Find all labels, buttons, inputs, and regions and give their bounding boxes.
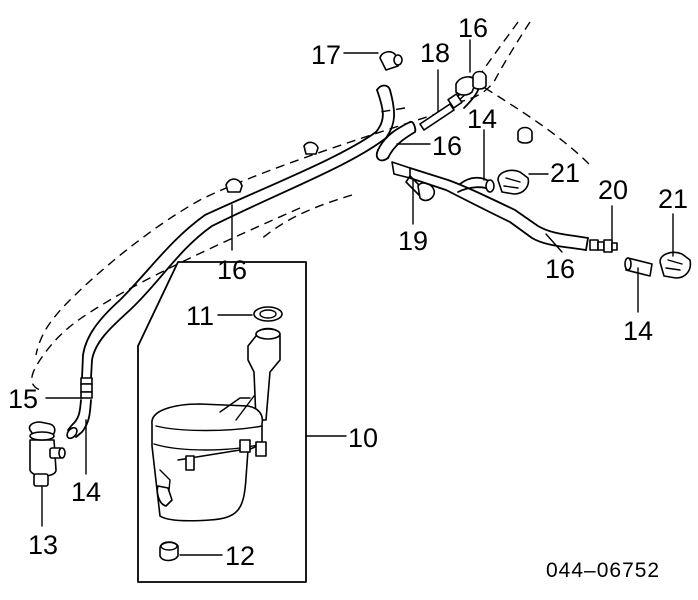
callout-16-upper: 16 bbox=[432, 131, 462, 161]
hose-14-upper bbox=[457, 176, 495, 193]
filler-cap-11 bbox=[253, 306, 283, 322]
callout-15: 15 bbox=[8, 384, 38, 414]
callout-16-top: 16 bbox=[458, 13, 488, 43]
callout-13: 13 bbox=[28, 530, 58, 560]
callout-21-middle: 21 bbox=[550, 158, 580, 188]
connector-15 bbox=[80, 377, 93, 399]
washer-nozzle-21-right bbox=[659, 251, 692, 279]
callout-16-right: 16 bbox=[545, 254, 575, 284]
grommet-middle bbox=[517, 126, 533, 144]
diagram-code: 044–06752 bbox=[546, 559, 660, 582]
callout-16-left: 16 bbox=[217, 255, 247, 285]
leader-lines bbox=[41, 39, 674, 556]
grommet-12 bbox=[159, 541, 179, 562]
hose-14-left bbox=[66, 399, 92, 440]
elbow-17 bbox=[379, 50, 403, 71]
callout-19: 19 bbox=[398, 226, 428, 256]
hose-16-left bbox=[81, 84, 395, 379]
callout-17: 17 bbox=[311, 40, 341, 70]
joint-19 bbox=[391, 161, 436, 202]
callout-14-right: 14 bbox=[623, 316, 653, 346]
callout-14-upper: 14 bbox=[467, 104, 497, 134]
callout-21-right: 21 bbox=[658, 184, 688, 214]
callout-20: 20 bbox=[598, 175, 628, 205]
hose-16-upper bbox=[375, 120, 417, 162]
callout-18: 18 bbox=[420, 38, 450, 68]
washer-reservoir-10 bbox=[151, 327, 281, 522]
check-valve-18 bbox=[419, 93, 463, 131]
washer-pump-13 bbox=[28, 421, 66, 487]
hose-14-right bbox=[624, 257, 653, 277]
grommet-top bbox=[472, 70, 487, 90]
hose-16-right bbox=[409, 167, 589, 251]
callout-12: 12 bbox=[225, 541, 255, 571]
reservoir-assembly-box bbox=[137, 261, 307, 583]
hose-clips bbox=[225, 141, 319, 193]
callout-labels: 17 18 16 14 16 21 16 19 16 20 21 14 11 1… bbox=[8, 13, 688, 571]
check-valve-20 bbox=[589, 239, 618, 253]
callout-14-left: 14 bbox=[71, 477, 101, 507]
callout-11: 11 bbox=[186, 301, 214, 331]
callout-10: 10 bbox=[348, 423, 378, 453]
washer-nozzle-21-middle bbox=[497, 169, 530, 195]
